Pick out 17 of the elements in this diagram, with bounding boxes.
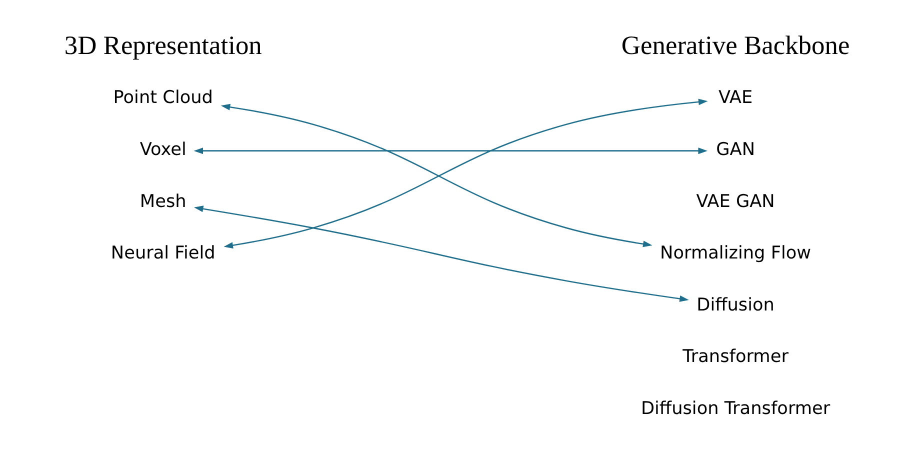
node-text: VAE GAN (696, 192, 775, 212)
node-text: Transformer (682, 347, 788, 368)
node-text: Normalizing Flow (660, 244, 812, 264)
node-text: Diffusion Transformer (640, 398, 830, 419)
node-text: Neural Field (110, 244, 216, 264)
arrow (224, 98, 708, 249)
node-text: VAE (718, 88, 753, 108)
arrow (220, 104, 652, 248)
node-text: Voxel (140, 140, 186, 160)
label: Generative Backbone (621, 30, 850, 60)
node-text: Mesh (140, 192, 186, 212)
node-text: GAN (716, 140, 756, 160)
node-text: Diffusion (696, 295, 774, 316)
arrow (194, 206, 689, 302)
label: 3D Representation (64, 30, 262, 60)
node-text: Point Cloud (113, 88, 214, 108)
arrow (194, 148, 708, 154)
